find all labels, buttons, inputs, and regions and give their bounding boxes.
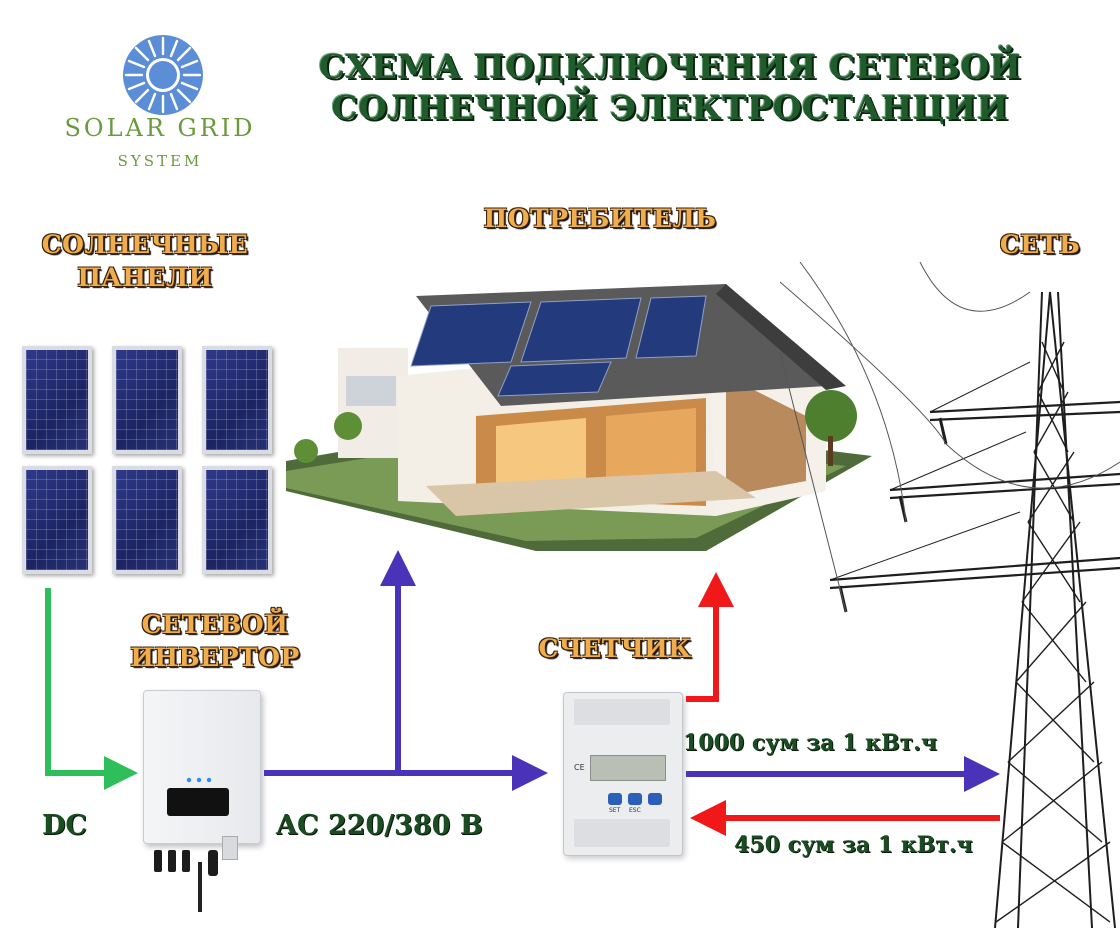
title-line-1: СХЕМА ПОДКЛЮЧЕНИЯ СЕТЕВОЙ (318, 47, 1022, 86)
meter-set-button (608, 793, 622, 805)
meter-esc-button (628, 793, 642, 805)
inverter-label-line-1: СЕТЕВОЙ (141, 610, 289, 639)
logo-subtitle: SYSTEM (117, 152, 203, 170)
meter-set-label: SET (609, 807, 621, 814)
electricity-meter-image: CE SET ESC (563, 692, 683, 856)
inverter-display (167, 788, 229, 816)
title-line-2: СОЛНЕЧНОЙ ЭЛЕКТРОСТАНЦИИ (331, 88, 1009, 127)
meter-ce-mark: CE (574, 763, 585, 772)
solar-panel (202, 346, 272, 454)
ac-to-consumer-arrow (380, 550, 416, 773)
panels-label-line-1: СОЛНЕЧНЫЕ (41, 230, 249, 259)
panels-label-line-2: ПАНЕЛИ (77, 263, 213, 292)
house-image (286, 284, 872, 551)
sell-price-label: 1000 сум за 1 кВт.ч (683, 730, 937, 756)
solar-panel (22, 466, 92, 574)
inverter-label-line-2: ИНВЕРТОР (130, 643, 300, 672)
sun-logo-icon (123, 35, 203, 115)
grid-inverter-image (143, 690, 261, 844)
solar-panel (112, 346, 182, 454)
solar-panel (112, 466, 182, 574)
solar-panel (202, 466, 272, 574)
ac-voltage-label: AC 220/380 В (276, 810, 483, 841)
page-title: СХЕМА ПОДКЛЮЧЕНИЯ СЕТЕВОЙ СОЛНЕЧНОЙ ЭЛЕК… (300, 46, 1040, 128)
panels-label: СОЛНЕЧНЫЕ ПАНЕЛИ (30, 228, 260, 294)
buy-price-label: 450 сум за 1 кВт.ч (734, 832, 973, 858)
inverter-leds-icon (186, 777, 212, 783)
logo-wordmark: SOLAR GRID (64, 114, 256, 142)
meter-terminal-bottom (574, 819, 670, 847)
power-tower-image (780, 262, 1120, 928)
meter-label: СЧЕТЧИК (538, 634, 692, 663)
solar-panel (22, 346, 92, 454)
ac-arrow (264, 755, 548, 791)
inverter-switch (222, 836, 238, 860)
meter-terminal-top (574, 699, 670, 725)
meter-esc-label: ESC (629, 807, 641, 814)
inverter-label: СЕТЕВОЙ ИНВЕРТОР (110, 608, 320, 674)
consumer-label: ПОТРЕБИТЕЛЬ (483, 204, 717, 233)
grid-label: СЕТЬ (999, 230, 1081, 259)
meter-arrow-button (648, 793, 662, 805)
inverter-cable (198, 862, 202, 912)
meter-display (590, 755, 666, 781)
dc-label: DC (42, 810, 87, 841)
inverter-connectors-icon (154, 850, 218, 876)
